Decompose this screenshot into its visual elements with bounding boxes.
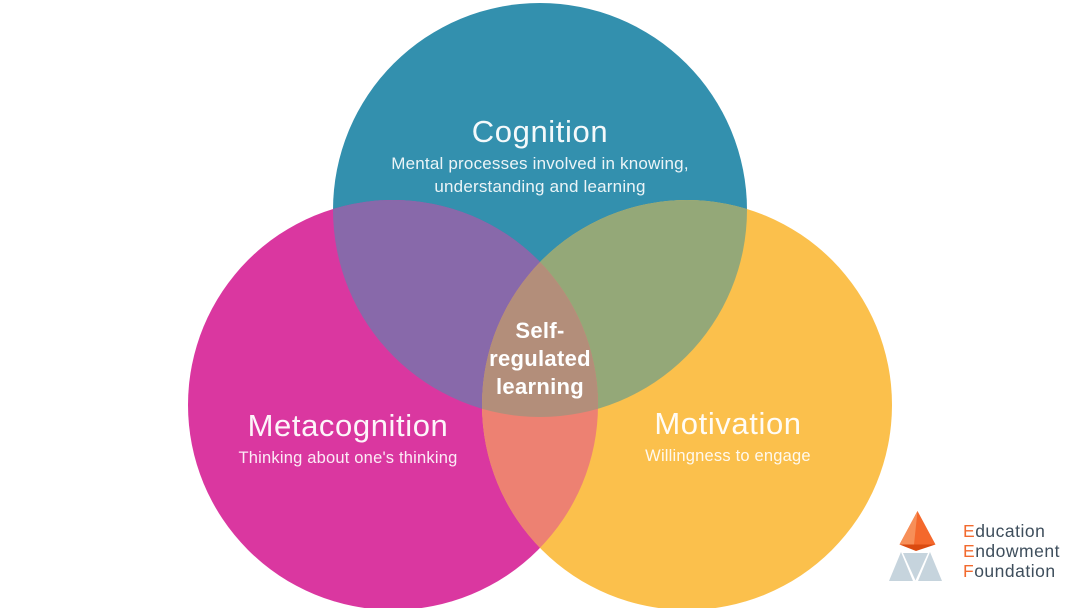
eef-logo-text: Education Endowment Foundation bbox=[963, 521, 1060, 581]
eef-logo-mark bbox=[889, 511, 942, 581]
logo-line-foundation: Foundation bbox=[963, 561, 1060, 581]
logo-rest: ducation bbox=[975, 521, 1046, 541]
logo-pyramid-light-facet bbox=[899, 511, 918, 545]
logo-initial: E bbox=[963, 521, 976, 541]
eef-logo: Education Endowment Foundation bbox=[886, 509, 1060, 585]
logo-triangle-left bbox=[889, 552, 913, 581]
logo-rest: ndowment bbox=[975, 541, 1060, 561]
logo-line-endowment: Endowment bbox=[963, 541, 1060, 561]
logo-triangle-right bbox=[918, 552, 942, 581]
logo-triangle-middle-inverted bbox=[903, 553, 928, 581]
logo-pyramid-dark-facet bbox=[899, 544, 936, 551]
logo-initial: F bbox=[963, 561, 975, 581]
logo-rest: oundation bbox=[974, 561, 1056, 581]
logo-initial: E bbox=[963, 541, 976, 561]
logo-line-education: Education bbox=[963, 521, 1060, 541]
